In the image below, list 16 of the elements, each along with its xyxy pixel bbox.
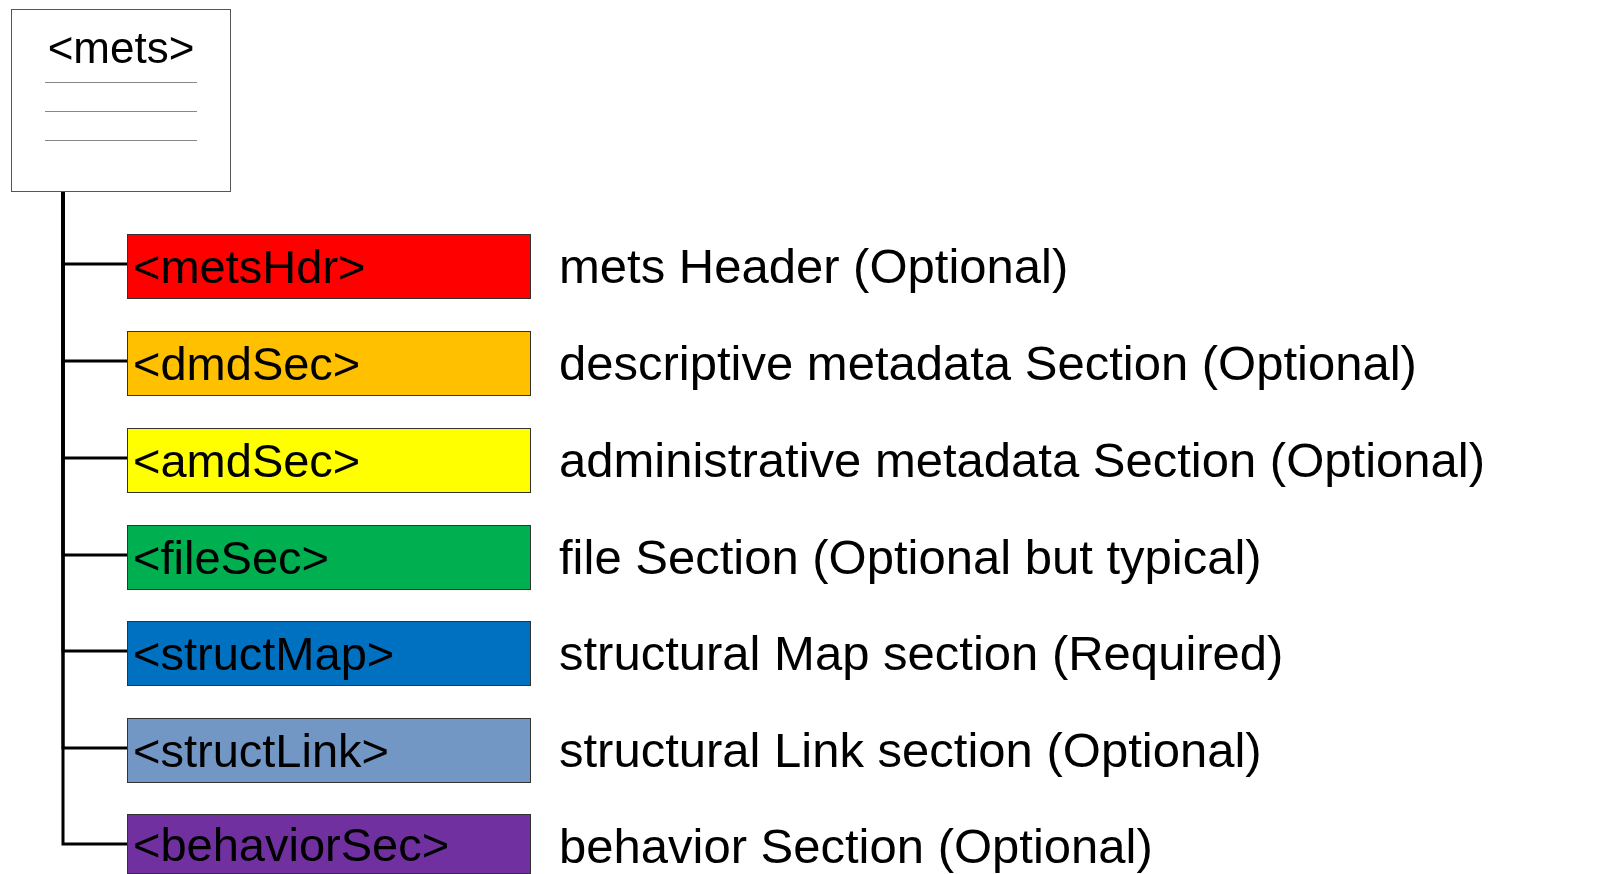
description-text: administrative metadata Section (Optional) xyxy=(559,436,1485,485)
description-text: file Section (Optional but typical) xyxy=(559,533,1262,582)
element-box: <dmdSec> xyxy=(127,331,531,396)
description-text: structural Link section (Optional) xyxy=(559,726,1262,775)
root-element-box xyxy=(11,9,231,192)
element-box: <behaviorSec> xyxy=(127,814,531,874)
description-text: behavior Section (Optional) xyxy=(559,822,1153,871)
element-box: <fileSec> xyxy=(127,525,531,590)
description-text: descriptive metadata Section (Optional) xyxy=(559,339,1417,388)
element-box: <structLink> xyxy=(127,718,531,783)
description-text: mets Header (Optional) xyxy=(559,242,1069,291)
description-text: structural Map section (Required) xyxy=(559,629,1284,678)
element-tag: <mets> xyxy=(47,26,195,70)
element-box: <amdSec> xyxy=(127,428,531,493)
element-box: <structMap> xyxy=(127,621,531,686)
element-box: <metsHdr> xyxy=(127,234,531,299)
